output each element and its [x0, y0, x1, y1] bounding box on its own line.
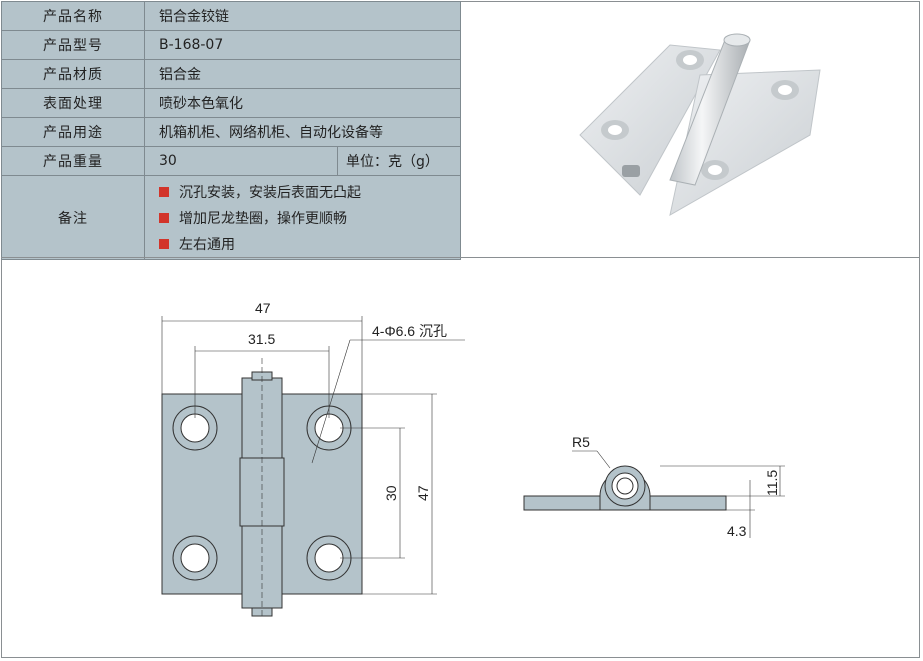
dim-knuckle-height: 11.5 [764, 470, 780, 496]
technical-drawing: 47 31.5 4-Φ6.6 沉孔 30 47 R5 11.5 4.3 [161, 300, 785, 618]
section-divider [1, 257, 920, 258]
dim-hole-spacing-v: 30 [383, 485, 399, 501]
row-value: 30 [144, 146, 338, 176]
note-text: 左右通用 [179, 236, 235, 253]
table-row: 产品用途机箱机柜、网络机柜、自动化设备等 [1, 117, 461, 147]
row-label: 产品型号 [1, 30, 145, 60]
row-label: 产品材质 [1, 59, 145, 89]
note-item: 沉孔安装，安装后表面无凸起 [159, 179, 460, 205]
note-item: 增加尼龙垫圈，操作更顺畅 [159, 205, 460, 231]
row-label: 表面处理 [1, 88, 145, 118]
bullet-icon [159, 186, 169, 197]
notes-list: 沉孔安装，安装后表面无凸起 增加尼龙垫圈，操作更顺畅 左右通用 [144, 175, 461, 260]
table-row: 表面处理喷砂本色氧化 [1, 88, 461, 118]
row-label: 产品用途 [1, 117, 145, 147]
note-text: 沉孔安装，安装后表面无凸起 [179, 184, 361, 201]
dim-plate-thickness: 4.3 [727, 523, 747, 539]
table-row-notes: 备注 沉孔安装，安装后表面无凸起 增加尼龙垫圈，操作更顺畅 左右通用 [1, 175, 461, 260]
notes-label: 备注 [1, 175, 145, 260]
dim-radius: R5 [572, 434, 590, 450]
table-row: 产品名称铝合金铰链 [1, 1, 461, 31]
note-item: 左右通用 [159, 231, 460, 257]
row-value: 喷砂本色氧化 [144, 88, 461, 118]
row-label: 产品名称 [1, 1, 145, 31]
row-value: B-168-07 [144, 30, 461, 60]
dim-overall-height: 47 [415, 485, 431, 501]
row-value: 铝合金铰链 [144, 1, 461, 31]
note-text: 增加尼龙垫圈，操作更顺畅 [179, 210, 347, 227]
row-value: 机箱机柜、网络机柜、自动化设备等 [144, 117, 461, 147]
weight-unit: 单位：克（g） [337, 146, 461, 176]
dim-hole-spacing-h: 31.5 [248, 331, 275, 347]
row-label: 产品重量 [1, 146, 145, 176]
row-value: 铝合金 [144, 59, 461, 89]
table-row: 产品材质铝合金 [1, 59, 461, 89]
product-photo [579, 33, 821, 216]
bullet-icon [159, 212, 169, 223]
dim-overall-width: 47 [255, 300, 271, 316]
hole-callout: 4-Φ6.6 沉孔 [372, 323, 447, 339]
bullet-icon [159, 238, 169, 249]
